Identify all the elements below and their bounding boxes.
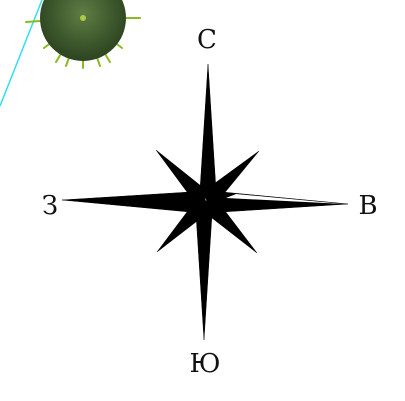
west-label: З (42, 193, 58, 219)
south-point (196, 202, 212, 340)
sun-icon (26, 0, 140, 68)
north-point (200, 64, 216, 202)
east-label: В (358, 193, 377, 219)
west-point (62, 192, 206, 212)
south-label: Ю (189, 351, 220, 377)
edge-line (0, 0, 42, 106)
east-point (206, 192, 348, 212)
north-label: С (197, 27, 217, 53)
